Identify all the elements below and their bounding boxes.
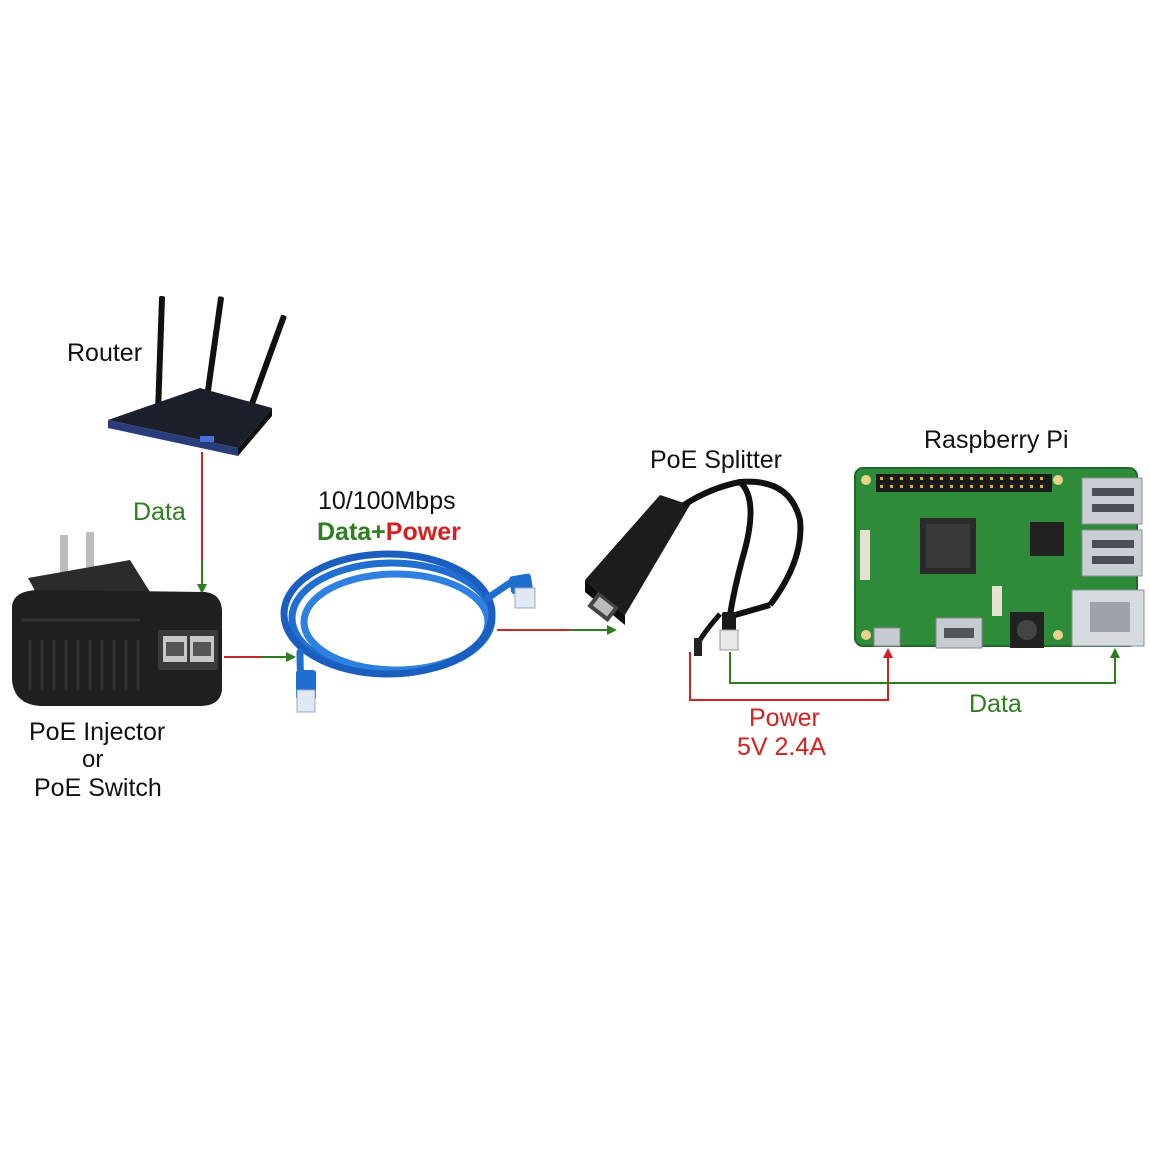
pi-data-label: Data — [969, 690, 1022, 718]
poe-injector-label: PoE Injector — [29, 718, 166, 746]
data-power-label: Data+Power — [317, 520, 461, 545]
power-line — [689, 650, 889, 701]
rj45-connector-icon — [296, 573, 536, 713]
data-plus-label: Data+ — [317, 518, 386, 546]
ethernet-cable-icon — [280, 550, 519, 704]
poe-splitter-icon — [585, 478, 804, 656]
router-label: Router — [67, 339, 143, 367]
poe-switch-label: PoE Switch — [34, 774, 162, 802]
power-label: Power — [749, 704, 820, 732]
data-line — [729, 652, 1116, 684]
power-plus-label: Power — [385, 518, 461, 546]
router-icon — [108, 295, 287, 456]
or-label: or — [82, 746, 104, 773]
raspberry-pi-board-icon — [854, 467, 1145, 649]
poe-splitter-label: PoE Splitter — [650, 446, 783, 474]
raspberry-pi-label: Raspberry Pi — [924, 426, 1069, 454]
power-spec-label: 5V 2.4A — [737, 733, 826, 761]
router-data-label: Data — [133, 498, 186, 526]
poe-injector-icon — [12, 532, 222, 706]
speed-label: 10/100Mbps — [318, 487, 456, 515]
